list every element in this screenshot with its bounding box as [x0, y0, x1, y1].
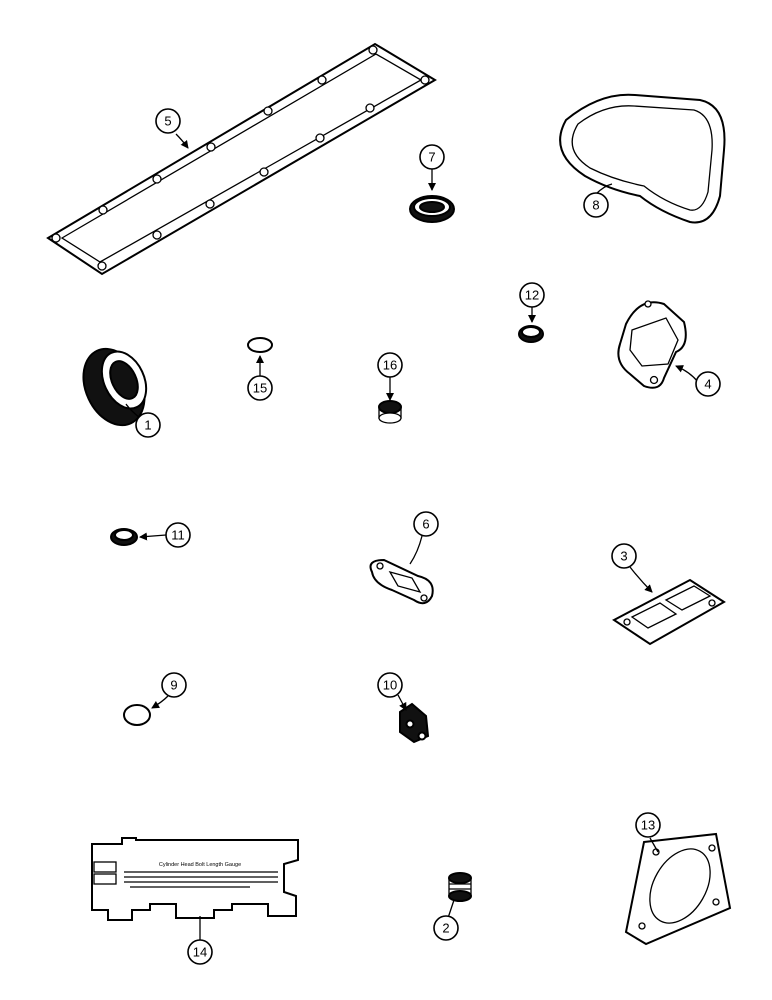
svg-text:7: 7	[428, 150, 435, 165]
part-5-rocker-cover-gasket	[46, 42, 437, 276]
gauge-fine-print	[124, 871, 278, 888]
callout-7: 7	[419, 144, 445, 170]
svg-text:13: 13	[641, 818, 655, 833]
part-9-ring	[123, 704, 151, 726]
callout-15: 15	[247, 375, 273, 401]
part-14-bolt-length-gauge: Cylinder Head Bolt Length Gauge	[91, 837, 299, 921]
part-7-seal	[409, 195, 455, 223]
leader-lines	[125, 133, 699, 940]
callout-3: 3	[611, 543, 637, 569]
svg-text:8: 8	[592, 198, 599, 213]
part-10-clip	[399, 702, 430, 744]
part-11-seal-ring	[110, 528, 138, 546]
part-6-exhaust-gasket	[369, 558, 434, 605]
callout-12: 12	[519, 282, 545, 308]
callout-13: 13	[635, 812, 661, 838]
gauge-title: Cylinder Head Bolt Length Gauge	[159, 862, 241, 868]
svg-text:5: 5	[164, 114, 171, 129]
svg-text:4: 4	[704, 377, 711, 392]
callout-5: 5	[155, 108, 181, 134]
gasket-bolt-holes	[51, 45, 430, 271]
part-3-double-port-gasket	[612, 578, 726, 646]
callout-4: 4	[695, 371, 721, 397]
callout-14: 14	[187, 939, 213, 965]
part-2-spring-plug	[448, 872, 472, 902]
svg-text:2: 2	[442, 921, 449, 936]
svg-text:1: 1	[144, 418, 151, 433]
callout-16: 16	[377, 352, 403, 378]
part-1-crankshaft-seal	[82, 347, 148, 427]
callout-11: 11	[165, 522, 191, 548]
svg-text:14: 14	[193, 945, 207, 960]
part-12-small-seal	[518, 325, 544, 343]
callout-10: 10	[377, 672, 403, 698]
callout-8: 8	[583, 192, 609, 218]
part-4-housing-gasket	[617, 300, 687, 389]
callout-1: 1	[135, 412, 161, 438]
svg-text:15: 15	[253, 381, 267, 396]
part-16-plug	[378, 400, 402, 424]
svg-text:10: 10	[383, 678, 397, 693]
svg-text:11: 11	[171, 528, 185, 543]
callout-2: 2	[433, 915, 459, 941]
svg-text:3: 3	[620, 549, 627, 564]
part-13-flange-gasket	[624, 832, 732, 946]
svg-text:6: 6	[422, 517, 429, 532]
part-15-o-ring	[247, 337, 273, 353]
svg-text:16: 16	[383, 358, 397, 373]
callout-6: 6	[413, 511, 439, 537]
callout-9: 9	[161, 672, 187, 698]
part-8-square-gasket	[559, 93, 726, 224]
svg-text:12: 12	[525, 288, 539, 303]
svg-text:9: 9	[170, 678, 177, 693]
